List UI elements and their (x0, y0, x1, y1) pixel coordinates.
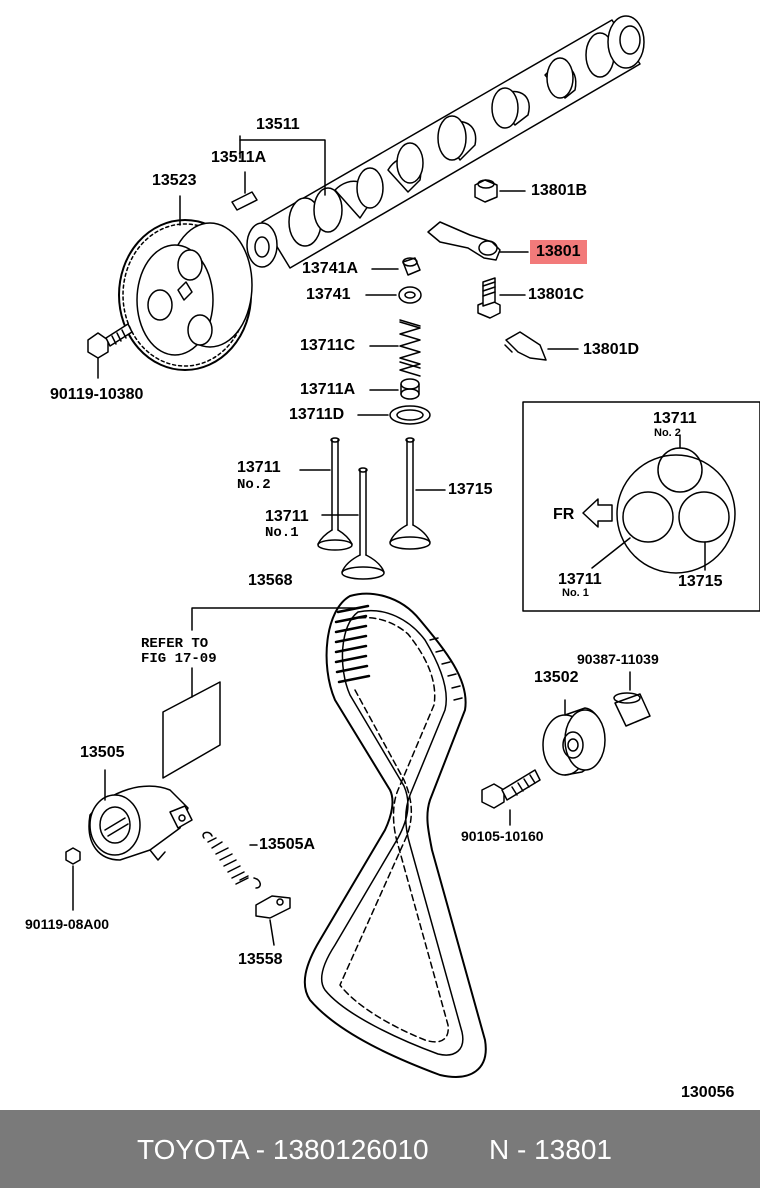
footer-part-code: N - 13801 (489, 1134, 612, 1165)
valve-spring-drawing (369, 319, 421, 377)
label-13523: 13523 (152, 172, 197, 189)
footer-brand-part-number: TOYOTA - 1380126010 (137, 1134, 429, 1165)
cam-sprocket-drawing (118, 195, 253, 371)
diagram-number: 130056 (681, 1084, 735, 1101)
rocker-arm-drawing (427, 221, 529, 261)
label-13505A: 13505A (259, 836, 316, 853)
valve-layout-inset (522, 401, 760, 612)
label-13511A: 13511A (211, 149, 267, 166)
label-13711C: 13711C (300, 337, 356, 354)
label-13711-no2-sub: No.2 (237, 477, 271, 493)
label-13558: 13558 (238, 951, 283, 968)
inset-label-no1: No. 1 (562, 587, 589, 599)
inset-label-13715: 13715 (678, 573, 723, 590)
parts-diagram (65, 15, 760, 1078)
bolt-90119-10380-drawing (87, 323, 133, 379)
refer-to-line2: FIG 17-09 (141, 651, 217, 667)
label-13568: 13568 (248, 572, 293, 589)
label-13511: 13511 (256, 116, 300, 133)
footer-bar: TOYOTA - 1380126010 N - 13801 (0, 1110, 760, 1188)
valves-drawing (299, 437, 446, 580)
inset-label-fr: FR (553, 506, 575, 523)
label-90119-08A00: 90119-08A00 (25, 916, 110, 932)
inset-label-13711-bottom: 13711 (558, 571, 602, 588)
inset-label-13711-top: 13711 (653, 410, 697, 427)
label-13741A: 13741A (302, 260, 359, 277)
label-13715: 13715 (448, 481, 493, 498)
label-13801B: 13801B (531, 182, 588, 199)
label-13711A: 13711A (300, 381, 356, 398)
inset-label-no2: No. 2 (654, 427, 681, 439)
label-90105-10160: 90105-10160 (461, 828, 544, 844)
label-13711-no1-sub: No.1 (265, 525, 299, 541)
label-13741: 13741 (306, 286, 351, 303)
label-90119-10380: 90119-10380 (50, 386, 144, 403)
label-90387-11039: 90387-11039 (577, 651, 659, 667)
label-13505: 13505 (80, 744, 125, 761)
label-13801D: 13801D (583, 341, 640, 358)
refer-to-line1: REFER TO (141, 636, 209, 652)
idler-pulley-drawing (542, 699, 606, 776)
label-13711-no2: 13711 (237, 459, 281, 476)
label-13711-no1: 13711 (265, 508, 309, 525)
tensioner-drawing (88, 769, 193, 861)
timing-belt-drawing (191, 592, 487, 1078)
label-13801-highlighted: 13801 (530, 240, 587, 264)
camshaft-drawing (246, 15, 645, 269)
label-13801C: 13801C (528, 286, 585, 303)
label-13502: 13502 (534, 669, 579, 686)
label-13711D: 13711D (289, 406, 345, 423)
